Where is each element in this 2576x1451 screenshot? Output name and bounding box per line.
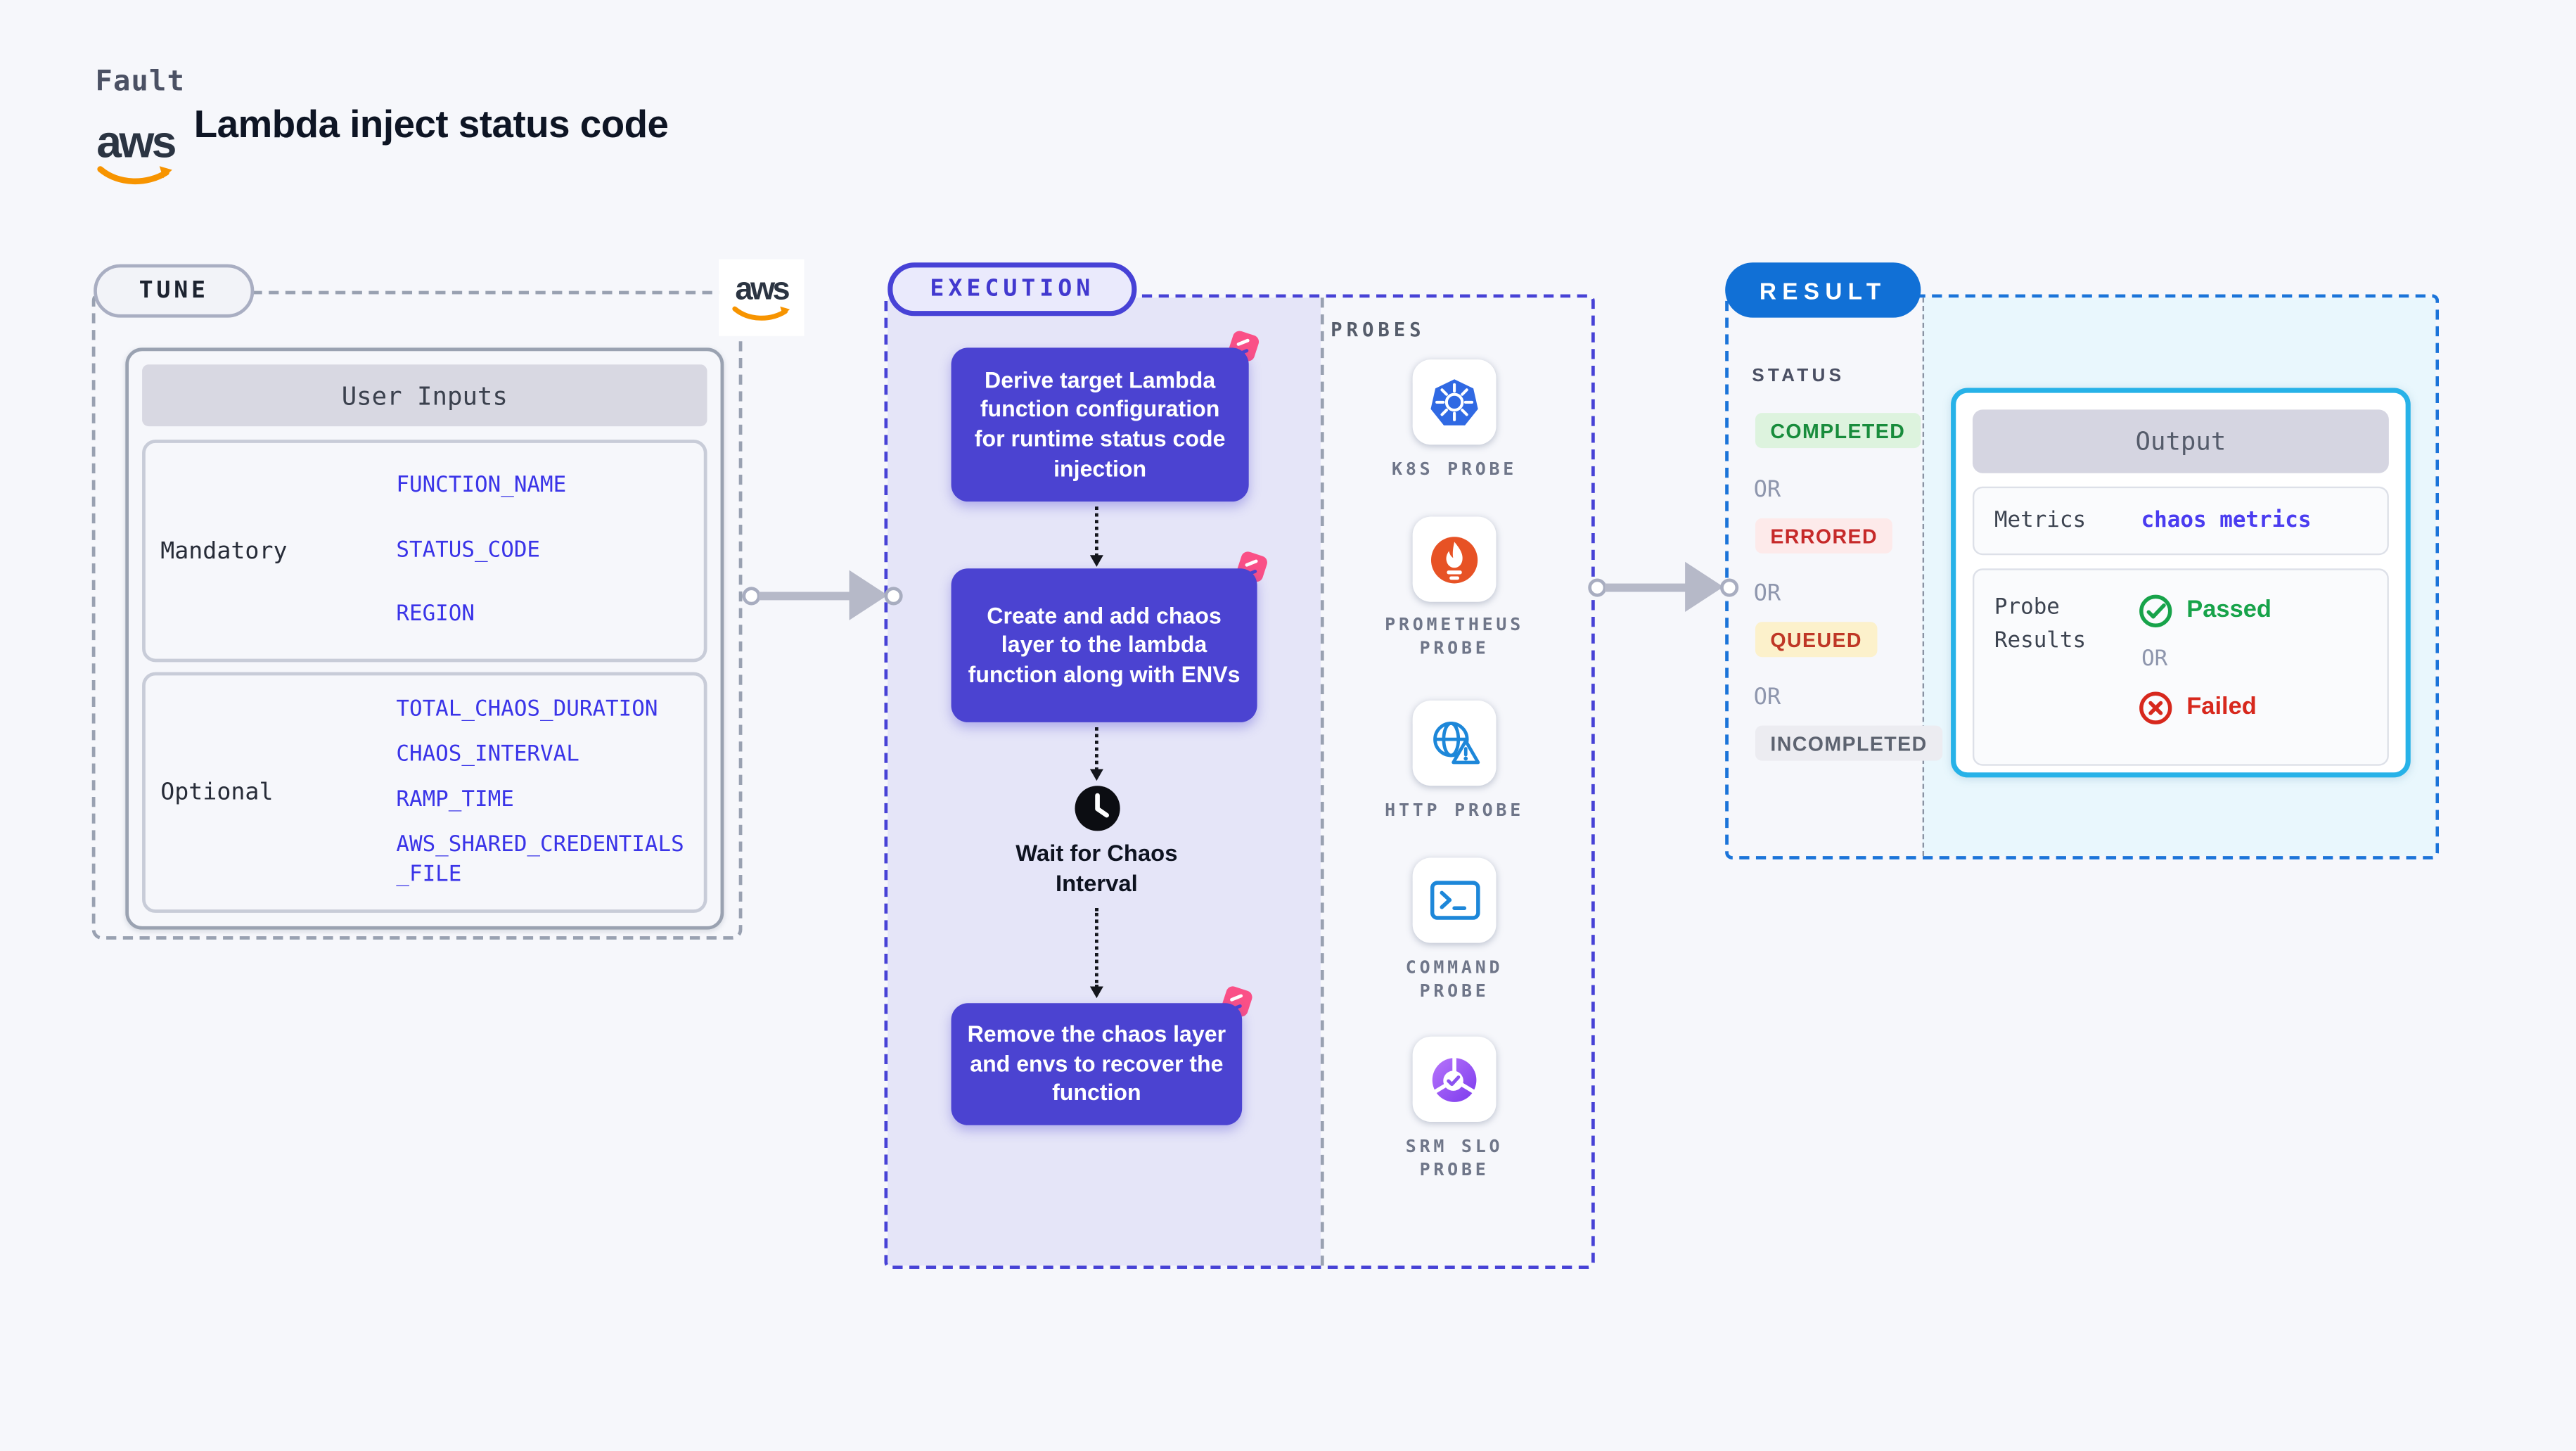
failed-item: Failed	[2138, 689, 2271, 725]
kubernetes-icon	[1430, 378, 1478, 425]
metrics-value: chaos metrics	[2141, 508, 2312, 534]
failed-label: Failed	[2186, 693, 2257, 721]
tune-section-border	[91, 290, 743, 940]
input-value: AWS_SHARED_CREDENTIALS_FILE	[396, 833, 684, 888]
probe-results-label: Probe Results	[1994, 595, 2087, 653]
clock-icon	[1073, 784, 1122, 833]
aws-logo: aws	[94, 120, 177, 187]
metrics-label: Metrics	[1994, 508, 2087, 534]
step-down-arrow-icon	[1089, 907, 1103, 999]
input-value: STATUS_CODE	[396, 537, 541, 563]
status-badge-queued: QUEUED	[1755, 622, 1878, 658]
result-section-badge: RESULT	[1725, 262, 1921, 318]
optional-values: TOTAL_CHAOS_DURATION CHAOS_INTERVAL RAMP…	[396, 675, 703, 909]
k8s-probe-card	[1412, 359, 1497, 445]
slo-donut-check-icon	[1432, 1056, 1477, 1101]
status-column-title: STATUS	[1752, 366, 1845, 387]
http-probe-label: HTTP PROBE	[1385, 800, 1524, 822]
or-separator: OR	[1753, 476, 1781, 504]
execution-section-badge: EXECUTION	[887, 262, 1137, 317]
terminal-icon	[1429, 881, 1480, 920]
k8s-probe-label: K8S PROBE	[1392, 459, 1518, 480]
fault-type-label: Fault	[95, 65, 186, 99]
command-probe-label: COMMAND PROBE	[1405, 958, 1504, 1002]
page-title: Lambda inject status code	[193, 102, 669, 146]
input-value: REGION	[396, 601, 475, 627]
user-inputs-card	[125, 347, 724, 930]
prometheus-icon	[1430, 536, 1478, 583]
output-card-title: Output	[1972, 409, 2389, 473]
step-text: Remove the chaos layer and envs to recov…	[951, 1003, 1243, 1125]
input-value: CHAOS_INTERVAL	[396, 742, 579, 767]
optional-inputs-row: Optional TOTAL_CHAOS_DURATION CHAOS_INTE…	[142, 672, 707, 913]
result-divider	[1922, 298, 1925, 857]
input-value: FUNCTION_NAME	[396, 473, 567, 499]
aws-logo-text: aws	[735, 271, 790, 307]
status-badge-errored: ERRORED	[1755, 518, 1893, 554]
execution-to-result-arrow-icon	[1588, 561, 1739, 613]
mandatory-values: FUNCTION_NAME STATUS_CODE REGION	[396, 443, 703, 659]
probe-results-row: Probe Results Passed OR Failed	[1972, 568, 2389, 766]
step-text: Create and add chaos layer to the lambda…	[951, 568, 1257, 722]
step-down-arrow-icon	[1089, 506, 1103, 567]
probes-divider	[1320, 298, 1324, 1266]
or-separator: OR	[2141, 646, 2168, 672]
or-separator: OR	[1753, 684, 1781, 711]
step-create-chaos-layer: Create and add chaos layer to the lambda…	[951, 549, 1269, 722]
http-probe-card	[1412, 701, 1497, 786]
command-probe-card	[1412, 857, 1497, 943]
srm-slo-probe-label: SRM SLO PROBE	[1405, 1137, 1504, 1181]
aws-smile-icon	[96, 166, 172, 185]
step-remove-chaos-layer: Remove the chaos layer and envs to recov…	[951, 984, 1255, 1125]
step-derive-configuration: Derive target Lambda function configurat…	[951, 329, 1261, 502]
metrics-row: Metrics chaos metrics	[1972, 486, 2389, 556]
user-inputs-title: User Inputs	[142, 364, 707, 427]
tune-section-badge: TUNE	[94, 264, 255, 318]
tune-to-execution-arrow-icon	[742, 570, 903, 620]
aws-provider-card: aws	[719, 259, 805, 336]
output-card: Output Metrics chaos metrics Probe Resul…	[1951, 388, 2411, 778]
input-value: TOTAL_CHAOS_DURATION	[396, 696, 658, 722]
check-circle-icon	[2139, 594, 2172, 627]
mandatory-inputs-row: Mandatory FUNCTION_NAME STATUS_CODE REGI…	[142, 440, 707, 663]
aws-logo-text: aws	[96, 117, 177, 167]
prometheus-probe-label: PROMETHEUS PROBE	[1385, 615, 1524, 659]
status-badge-completed: COMPLETED	[1755, 413, 1921, 449]
aws-logo-small: aws	[731, 274, 792, 322]
or-separator: OR	[1753, 580, 1781, 607]
input-value: RAMP_TIME	[396, 787, 514, 813]
wait-for-chaos-interval-label: Wait for Chaos Interval	[1015, 840, 1178, 897]
passed-label: Passed	[2186, 596, 2271, 624]
srm-slo-probe-card	[1412, 1036, 1497, 1123]
aws-smile-icon	[731, 305, 789, 320]
optional-label: Optional	[160, 779, 274, 806]
probe-results-values: Passed OR Failed	[2138, 592, 2271, 764]
status-badge-incompleted: INCOMPLETED	[1755, 725, 1943, 761]
step-text: Derive target Lambda function configurat…	[951, 347, 1249, 502]
passed-item: Passed	[2138, 592, 2271, 628]
prometheus-probe-card	[1412, 516, 1497, 602]
mandatory-label: Mandatory	[160, 537, 288, 565]
step-down-arrow-icon	[1089, 727, 1103, 781]
probes-panel-title: PROBES	[1331, 317, 1425, 341]
http-globe-warning-icon	[1432, 721, 1480, 765]
x-circle-icon	[2139, 691, 2172, 724]
